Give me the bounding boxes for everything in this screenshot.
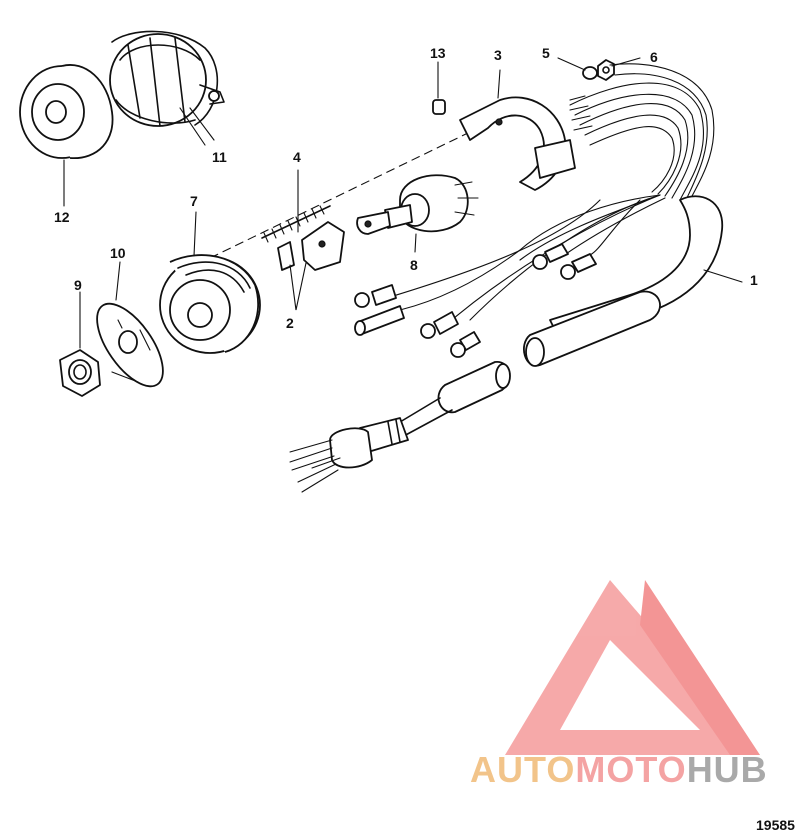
callout-12: 12	[54, 209, 70, 225]
callout-8: 8	[410, 257, 418, 273]
watermark-auto: AUTO	[470, 749, 575, 790]
part-3-bracket	[459, 96, 576, 191]
part-10-decal-washer	[96, 302, 164, 388]
watermark-moto: MOTO	[575, 749, 686, 790]
part-13-spacer	[432, 99, 446, 115]
part-9-hex-nut	[59, 349, 101, 397]
part-2-clip-plate	[277, 221, 345, 271]
watermark-hub: HUB	[687, 749, 768, 790]
callout-5: 5	[542, 45, 550, 61]
callout-labels: 1 2 3 4 5 6 7 8 9 10 11 12 13	[54, 45, 758, 331]
part-12-boot	[19, 64, 114, 159]
watermark-text: AUTOMOTOHUB	[470, 749, 768, 790]
assembly-centerline	[209, 131, 471, 259]
callout-11: 11	[212, 149, 227, 165]
part-7-housing	[159, 254, 261, 354]
callout-10: 10	[110, 245, 126, 261]
callout-9: 9	[74, 277, 82, 293]
callout-1: 1	[750, 272, 758, 288]
part-8-key-switch	[356, 174, 479, 235]
callout-13: 13	[430, 45, 446, 61]
figure-number: 19585	[756, 817, 795, 833]
part-5-washer	[582, 66, 598, 80]
part-1-harness	[289, 195, 723, 493]
callout-7: 7	[190, 193, 198, 209]
callout-4: 4	[293, 149, 301, 165]
callout-6: 6	[650, 49, 658, 65]
ring-terminals	[354, 243, 597, 358]
part-6-nut	[597, 59, 615, 81]
callout-3: 3	[494, 47, 502, 63]
callout-2: 2	[286, 315, 294, 331]
watermark-logo	[505, 580, 760, 755]
leader-lines	[63, 57, 743, 349]
part-11-frame	[109, 30, 225, 146]
